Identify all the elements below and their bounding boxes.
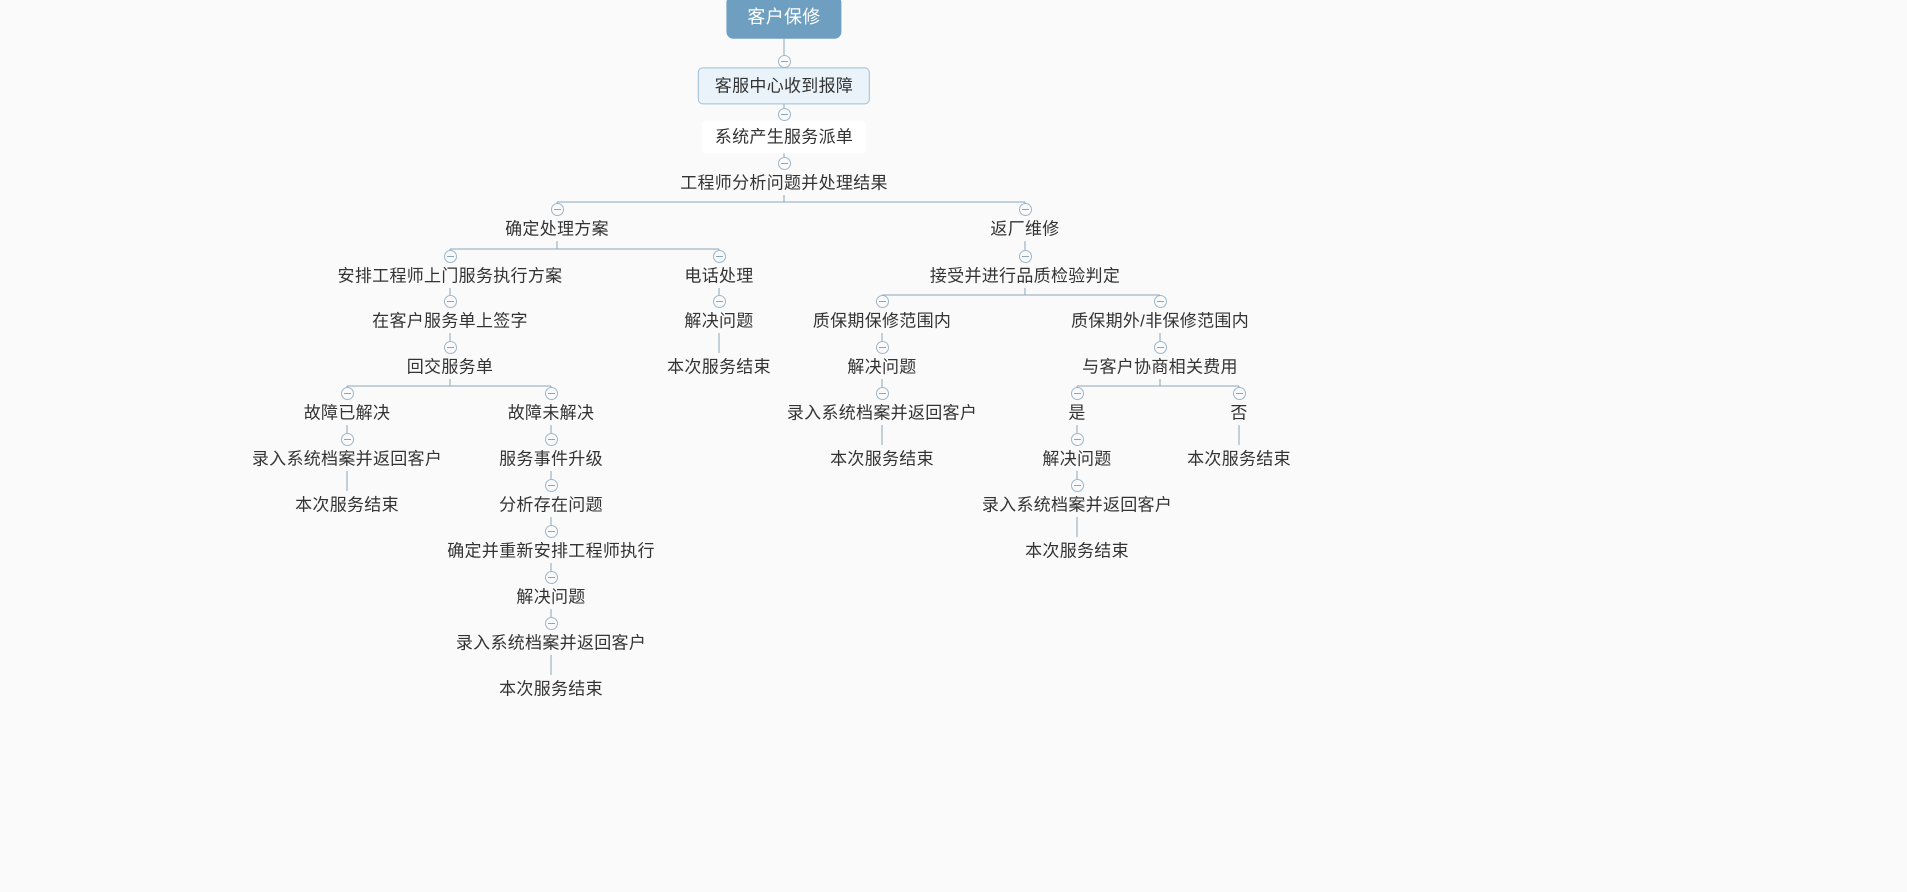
mindmap-node[interactable]: 工程师分析问题并处理结果 bbox=[680, 173, 888, 193]
mindmap-node[interactable]: 客服中心收到报障 bbox=[697, 67, 871, 105]
mindmap-node[interactable]: 分析存在问题 bbox=[499, 495, 603, 515]
root-node[interactable]: 客户保修 bbox=[726, 0, 842, 39]
mindmap-node[interactable]: 本次服务结束 bbox=[499, 679, 603, 699]
collapse-toggle-icon[interactable] bbox=[1153, 340, 1167, 354]
mindmap-node[interactable]: 是 bbox=[1068, 403, 1086, 423]
mindmap-node[interactable]: 解决问题 bbox=[847, 357, 917, 377]
collapse-toggle-icon[interactable] bbox=[550, 202, 564, 216]
collapse-toggle-icon[interactable] bbox=[777, 107, 791, 121]
mindmap-node[interactable]: 电话处理 bbox=[684, 266, 754, 286]
collapse-toggle-icon[interactable] bbox=[875, 340, 889, 354]
mindmap-node[interactable]: 质保期外/非保修范围内 bbox=[1070, 311, 1250, 331]
collapse-toggle-icon[interactable] bbox=[544, 386, 558, 400]
mindmap-node[interactable]: 回交服务单 bbox=[406, 357, 494, 377]
mindmap-node[interactable]: 本次服务结束 bbox=[295, 495, 399, 515]
collapse-toggle-icon[interactable] bbox=[777, 54, 791, 68]
mindmap-node[interactable]: 安排工程师上门服务执行方案 bbox=[337, 266, 563, 286]
mindmap-node[interactable]: 解决问题 bbox=[516, 587, 586, 607]
mindmap-node[interactable]: 确定并重新安排工程师执行 bbox=[447, 541, 655, 561]
mindmap-node[interactable]: 录入系统档案并返回客户 bbox=[455, 633, 647, 653]
mindmap-node[interactable]: 本次服务结束 bbox=[830, 449, 934, 469]
collapse-toggle-icon[interactable] bbox=[443, 294, 457, 308]
collapse-toggle-icon[interactable] bbox=[1070, 386, 1084, 400]
collapse-toggle-icon[interactable] bbox=[1018, 202, 1032, 216]
collapse-toggle-icon[interactable] bbox=[544, 478, 558, 492]
mindmap-node[interactable]: 与客户协商相关费用 bbox=[1082, 357, 1238, 377]
collapse-toggle-icon[interactable] bbox=[712, 294, 726, 308]
collapse-toggle-icon[interactable] bbox=[712, 249, 726, 263]
mindmap-node[interactable]: 录入系统档案并返回客户 bbox=[251, 449, 443, 469]
mindmap-node[interactable]: 解决问题 bbox=[1042, 449, 1112, 469]
collapse-toggle-icon[interactable] bbox=[340, 386, 354, 400]
collapse-toggle-icon[interactable] bbox=[443, 249, 457, 263]
collapse-toggle-icon[interactable] bbox=[1153, 294, 1167, 308]
collapse-toggle-icon[interactable] bbox=[1018, 249, 1032, 263]
mindmap-node[interactable]: 服务事件升级 bbox=[499, 449, 603, 469]
collapse-toggle-icon[interactable] bbox=[544, 570, 558, 584]
mindmap-node[interactable]: 在客户服务单上签字 bbox=[372, 311, 528, 331]
mindmap-node[interactable]: 解决问题 bbox=[684, 311, 754, 331]
collapse-toggle-icon[interactable] bbox=[1232, 386, 1246, 400]
mindmap-node[interactable]: 否 bbox=[1230, 403, 1248, 423]
mindmap-node[interactable]: 返厂维修 bbox=[990, 219, 1060, 239]
collapse-toggle-icon[interactable] bbox=[544, 524, 558, 538]
mindmap-node[interactable]: 系统产生服务派单 bbox=[701, 120, 867, 154]
collapse-toggle-icon[interactable] bbox=[544, 432, 558, 446]
mindmap-node[interactable]: 接受并进行品质检验判定 bbox=[929, 266, 1121, 286]
collapse-toggle-icon[interactable] bbox=[875, 294, 889, 308]
mindmap-node[interactable]: 确定处理方案 bbox=[505, 219, 609, 239]
mindmap-node[interactable]: 故障已解决 bbox=[303, 403, 391, 423]
mindmap-node[interactable]: 本次服务结束 bbox=[1025, 541, 1129, 561]
collapse-toggle-icon[interactable] bbox=[443, 340, 457, 354]
collapse-toggle-icon[interactable] bbox=[340, 432, 354, 446]
collapse-toggle-icon[interactable] bbox=[1070, 432, 1084, 446]
mindmap-node[interactable]: 录入系统档案并返回客户 bbox=[786, 403, 978, 423]
mindmap-node[interactable]: 录入系统档案并返回客户 bbox=[981, 495, 1173, 515]
collapse-toggle-icon[interactable] bbox=[544, 616, 558, 630]
mindmap-node[interactable]: 本次服务结束 bbox=[1187, 449, 1291, 469]
collapse-toggle-icon[interactable] bbox=[777, 156, 791, 170]
collapse-toggle-icon[interactable] bbox=[1070, 478, 1084, 492]
collapse-toggle-icon[interactable] bbox=[875, 386, 889, 400]
mindmap-node[interactable]: 质保期保修范围内 bbox=[812, 311, 952, 331]
mindmap-node[interactable]: 本次服务结束 bbox=[667, 357, 771, 377]
mindmap-node[interactable]: 故障未解决 bbox=[507, 403, 595, 423]
